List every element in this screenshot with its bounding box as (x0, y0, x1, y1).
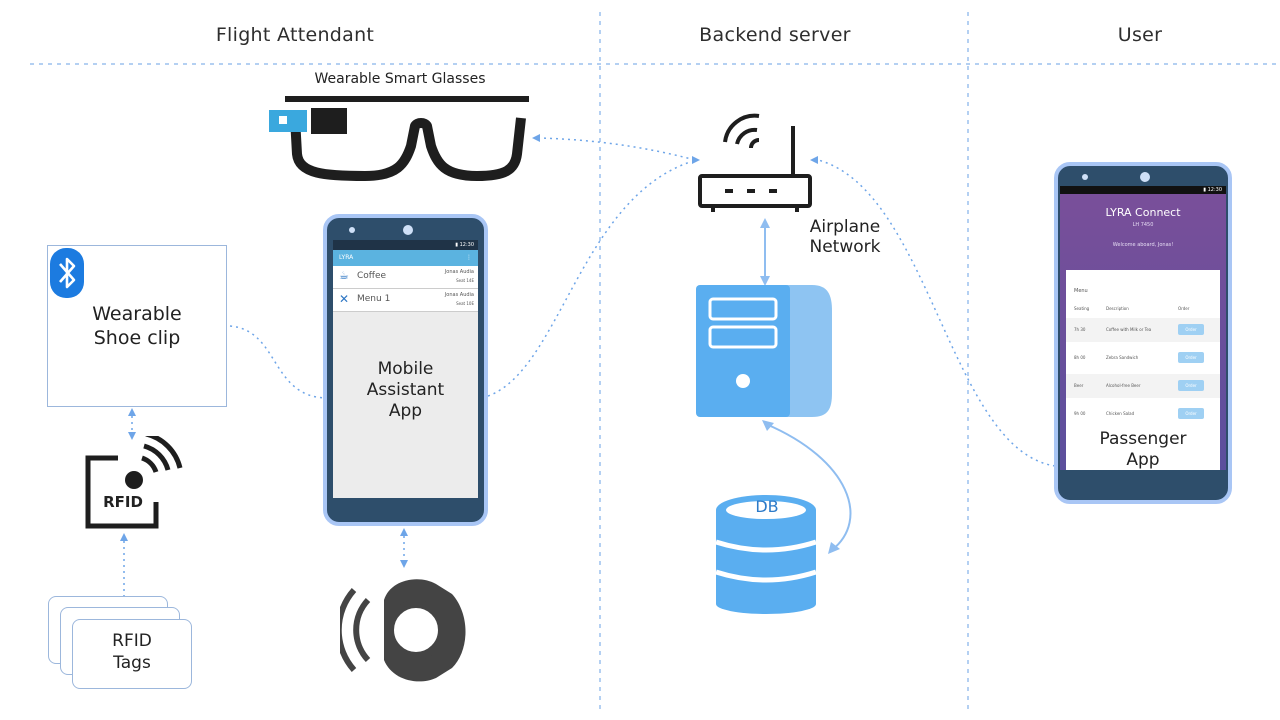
mobile-app-label-line2: Assistant (327, 381, 484, 400)
list-item-label: Coffee (357, 271, 386, 281)
col-header: Order (1178, 306, 1189, 311)
connector-glasses-router (538, 138, 695, 160)
cutlery-icon: ✕ (339, 292, 349, 306)
mobile-app-label-line1: Mobile (327, 360, 484, 379)
menu-section-title: Menu (1074, 288, 1088, 294)
rfid-tags-label-line1: RFID (73, 632, 191, 651)
phone-sensor-dot (1082, 174, 1088, 180)
passenger-welcome: Welcome aboard, Jonas! (1060, 242, 1226, 248)
row-time: 8h 00 (1074, 355, 1085, 360)
col-header: Seating (1074, 306, 1089, 311)
passenger-app-title: LYRA Connect (1060, 206, 1226, 219)
status-bar: ▮ 12:30 (1060, 186, 1226, 194)
table-row: 9h 00 Chicken Salad Order (1066, 402, 1220, 426)
row-time: Beer (1074, 383, 1083, 388)
row-desc: Zebra Sandwich (1106, 355, 1138, 360)
app-header: LYRA ⋮ (333, 250, 478, 266)
list-item-name: Jonas Audia (445, 292, 474, 298)
router-icon (695, 108, 815, 218)
row-desc: Alcohol-free Beer (1106, 383, 1141, 388)
smartwatch-icon (340, 570, 470, 688)
shoe-clip-label-line2: Shoe clip (48, 328, 226, 349)
rfid-tags-label-line2: Tags (73, 654, 191, 673)
row-desc: Coffee with Milk or Tea (1106, 327, 1151, 332)
order-button[interactable]: Order (1178, 408, 1204, 419)
column-title-user: User (1090, 24, 1190, 46)
row-time: 7h 30 (1074, 327, 1085, 332)
shoe-clip-label-line1: Wearable (48, 304, 226, 325)
passenger-phone: ▮ 12:30 LYRA Connect LH 7450 Welcome abo… (1054, 162, 1232, 504)
list-item-name: Jonas Audia (445, 269, 474, 275)
list-item-seat: Seat 14E (456, 278, 474, 283)
phone-camera-dot (1140, 172, 1150, 182)
network-label-line1: Airplane (795, 218, 895, 237)
column-title-backend: Backend server (680, 24, 870, 46)
row-time: 9h 00 (1074, 411, 1085, 416)
phone-sensor-dot (349, 227, 355, 233)
rfid-tag-card-front: RFID Tags (72, 619, 192, 689)
table-row: Beer Alcohol-free Beer Order (1066, 374, 1220, 398)
network-label-line2: Network (795, 238, 895, 257)
table-row: 7h 30 Coffee with Milk or Tea Order (1066, 318, 1220, 342)
list-item-seat: Seat 10E (456, 301, 474, 306)
order-button[interactable]: Order (1178, 352, 1204, 363)
shoe-clip-box: Wearable Shoe clip (47, 245, 227, 407)
app-header-title: LYRA (339, 254, 353, 261)
mobile-assistant-phone: ▮ 12:30 LYRA ⋮ ☕ Coffee Jonas Audia Seat … (323, 214, 488, 526)
phone-camera-dot (403, 225, 413, 235)
bluetooth-icon (50, 248, 84, 300)
column-title-flight-attendant: Flight Attendant (200, 24, 390, 46)
passenger-app-label-line1: Passenger (1058, 430, 1228, 449)
overflow-menu-icon[interactable]: ⋮ (466, 250, 472, 266)
coffee-cup-icon: ☕ (339, 269, 349, 282)
list-item[interactable]: ☕ Coffee Jonas Audia Seat 14E (333, 266, 478, 289)
row-desc: Chicken Salad (1106, 411, 1134, 416)
server-icon (696, 285, 836, 420)
order-button[interactable]: Order (1178, 324, 1204, 335)
table-row: 8h 00 Zebra Sandwich Order (1066, 346, 1220, 370)
connector-app-router (488, 162, 690, 396)
connector-shoeclip-app (230, 326, 328, 398)
list-item-label: Menu 1 (357, 294, 390, 304)
passenger-app-label-line2: App (1058, 451, 1228, 470)
col-header: Description (1106, 306, 1129, 311)
database-label: DB (742, 498, 792, 516)
passenger-flight-number: LH 7450 (1060, 222, 1226, 228)
list-item[interactable]: ✕ Menu 1 Jonas Audia Seat 10E (333, 289, 478, 312)
status-bar: ▮ 12:30 (333, 240, 478, 250)
rfid-reader-icon (84, 436, 184, 532)
order-button[interactable]: Order (1178, 380, 1204, 391)
passenger-screen: ▮ 12:30 LYRA Connect LH 7450 Welcome abo… (1060, 186, 1226, 470)
smart-glasses-icon (265, 94, 535, 186)
rfid-reader-label: RFID (88, 494, 158, 511)
glasses-label: Wearable Smart Glasses (280, 72, 520, 88)
connector-passenger-router (818, 160, 1055, 466)
mobile-app-label-line3: App (327, 402, 484, 421)
